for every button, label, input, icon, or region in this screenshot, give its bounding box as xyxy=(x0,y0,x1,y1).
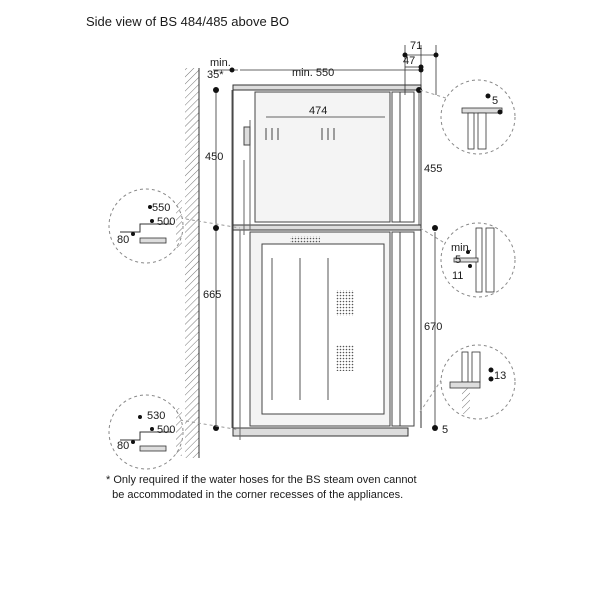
detail-bl-80: 80 xyxy=(117,440,129,452)
steam-oven-bs xyxy=(243,91,415,235)
detail-bottom-left: 530 500 80 xyxy=(108,394,184,470)
bo-rails xyxy=(271,258,329,400)
dim-450: 450 xyxy=(205,151,223,163)
detail-top-right: 5 xyxy=(440,79,516,155)
detail-mid-right: min. 5 11 xyxy=(440,222,516,298)
dim-474: 474 xyxy=(309,105,327,117)
dim-670: 670 xyxy=(424,321,442,333)
bs-vents xyxy=(265,128,335,140)
detail-bl-500: 500 xyxy=(157,424,175,436)
detail-tr-5: 5 xyxy=(492,95,498,107)
detail-mr-min-label: min. xyxy=(451,242,472,254)
detail-tl-80: 80 xyxy=(117,234,129,246)
detail-mr-11: 11 xyxy=(452,270,463,282)
footnote: * Only required if the water hoses for t… xyxy=(106,473,506,503)
oven-bo xyxy=(239,230,415,440)
dimension-markers xyxy=(213,52,439,431)
detail-lr-13: 13 xyxy=(494,370,506,382)
detail-bl-530: 530 xyxy=(147,410,165,422)
diagram-title: Side view of BS 484/485 above BO xyxy=(86,14,290,29)
footnote-line-2: be accommodated in the corner recesses o… xyxy=(106,489,404,501)
dim-47: 47 xyxy=(403,55,415,67)
dim-665: 665 xyxy=(203,289,221,301)
dim-min-550: min. 550 xyxy=(292,67,334,79)
dim-5-bottom: 5 xyxy=(442,424,448,436)
detail-tl-500: 500 xyxy=(157,216,175,228)
dim-35: 35* xyxy=(207,69,224,81)
detail-top-left: 550 500 80 xyxy=(108,188,184,264)
footnote-line-1: * Only required if the water hoses for t… xyxy=(106,474,417,486)
dim-455: 455 xyxy=(424,163,442,175)
dim-71: 71 xyxy=(410,40,422,52)
cabinet-niche xyxy=(232,84,422,437)
detail-tl-550: 550 xyxy=(152,202,170,214)
wall xyxy=(185,68,200,458)
dim-min-label: min. xyxy=(210,57,231,69)
detail-mr-5: 5 xyxy=(455,254,461,266)
dimension-lines xyxy=(213,45,437,428)
detail-low-right: 13 xyxy=(440,344,516,420)
